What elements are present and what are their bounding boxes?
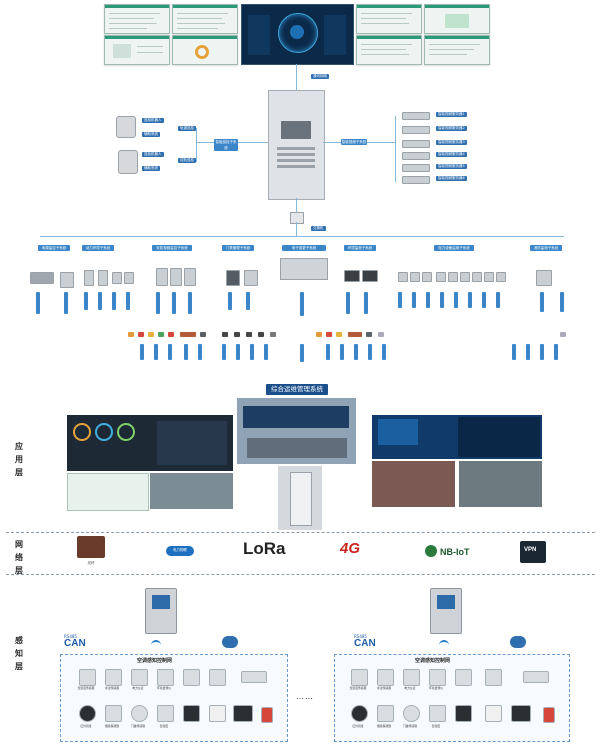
upper-link-label: 通讯网络 (311, 74, 329, 79)
screenshot-thumb-8 (424, 35, 490, 65)
switch-label: 交换机 (311, 226, 326, 231)
nbiot-logo: NB-IoT (440, 547, 470, 557)
system-title: 综合运维管理系统 (266, 384, 328, 395)
sense-box-title-left: 空调感知控制网 (137, 658, 173, 664)
left-pair-label-2: 挂轨巡检 (178, 158, 196, 163)
can-text-right: CAN (354, 638, 376, 649)
app-photo-right-bottom-1 (372, 461, 455, 507)
globe-icon (425, 545, 437, 557)
wifi-icon-right (439, 640, 449, 650)
screenshot-thumb-3 (104, 35, 170, 65)
wifi-icon-left (151, 640, 161, 650)
sense-box-title-right: 空调感知控制网 (415, 658, 451, 664)
left-sub-4: 辅助系统 (142, 166, 160, 171)
cabinet-photo (278, 466, 322, 530)
layer-sense-label: 感知层 (15, 636, 23, 671)
left-sub-3: 巡检机器人 (142, 152, 164, 157)
left-pair-label-1: 轨道巡检 (178, 126, 196, 131)
subsystem-1: 电源监控子系统 (38, 245, 70, 251)
app-screen-left-bottom (67, 473, 149, 511)
separator-net-sense (6, 574, 595, 575)
right-device-3: 智能视频服务器3 (436, 140, 467, 145)
left-system-box: 智能巡检子系统 (214, 139, 238, 151)
sense-terminal-right (430, 588, 462, 634)
app-screen-left-bottom-2 (150, 473, 233, 509)
4g-logo: 4G (340, 540, 361, 557)
power-iot-icon (166, 546, 194, 556)
sense-box-left: 空调感知控制网 温湿度传感器 水浸传感器 电力仪表 环境监测仪 红外双鉴 烟感探… (60, 654, 288, 742)
layer-net-label: 网络层 (15, 540, 23, 575)
separator-app-net (6, 532, 595, 533)
right-device-4: 智能视频服务器4 (436, 152, 467, 157)
inspection-robot-2 (118, 150, 138, 174)
can-sub-right: RS485 (354, 634, 367, 639)
layer-app-label: 应用层 (15, 442, 23, 477)
lora-logo: LoRa (243, 539, 286, 558)
dashboard-center-screen (241, 4, 354, 65)
monitor-wall (280, 258, 328, 280)
subsystem-3: 安防视频监控子系统 (152, 245, 192, 251)
subsystem-5: 电子巡更子系统 (282, 245, 326, 251)
right-device-6: 智能视频服务器6 (436, 176, 467, 181)
can-label-right: RS485 CAN (354, 634, 376, 649)
screenshot-thumb-4 (172, 35, 238, 65)
subsystem-2: 动力环境子系统 (82, 245, 114, 251)
subsystem-4: 门禁管理子系统 (222, 245, 254, 251)
can-sub-left: RS485 (64, 634, 77, 639)
app-dashboard-left (67, 415, 233, 471)
right-device-5: 智能视频服务器5 (436, 164, 467, 169)
subsystem-7: 电力设备监测子系统 (434, 245, 474, 251)
left-sub-1: 巡检机器人 (142, 118, 164, 123)
right-device-1: 智能视频服务器1 (436, 112, 467, 117)
fiber-icon (77, 536, 105, 558)
screenshot-thumb-2 (172, 4, 238, 34)
sense-terminal-left (145, 588, 177, 634)
vpn-icon: VPN (520, 541, 546, 563)
screenshot-thumb-6 (424, 4, 490, 34)
cloud-icon-left (222, 636, 238, 648)
subsystem-6: 环境监测子系统 (344, 245, 376, 251)
net-label-power-iot: 电力物联 (173, 548, 187, 552)
link-line (296, 64, 297, 90)
subsystem-bus (40, 236, 564, 237)
net-label-fiber: 光纤 (87, 561, 95, 565)
can-text-left: CAN (64, 638, 86, 649)
right-system-box: 智能视频子系统 (341, 139, 367, 145)
vpn-label: VPN (524, 547, 537, 553)
app-big-screen-right (372, 415, 542, 459)
left-sub-2: 辅助系统 (142, 132, 160, 137)
ellipsis: …… (296, 692, 314, 701)
app-photo-right-bottom-2 (459, 461, 542, 507)
can-label-left: RS485 CAN (64, 634, 86, 649)
control-room-photo (237, 398, 356, 464)
screenshot-thumb-5 (356, 4, 422, 34)
sense-box-right: 空调感知控制网 温湿度传感器 水浸传感器 电力仪表 环境监测仪 红外双鉴 烟感探… (334, 654, 570, 742)
subsystem-8: 消防监测子系统 (530, 245, 562, 251)
inspection-robot-1 (116, 116, 136, 138)
screenshot-thumb-7 (356, 35, 422, 65)
cloud-icon-right (510, 636, 526, 648)
network-switch (290, 212, 304, 224)
server-cabinet (268, 90, 325, 200)
right-device-2: 智能视频服务器2 (436, 126, 467, 131)
screenshot-thumb-1 (104, 4, 170, 34)
